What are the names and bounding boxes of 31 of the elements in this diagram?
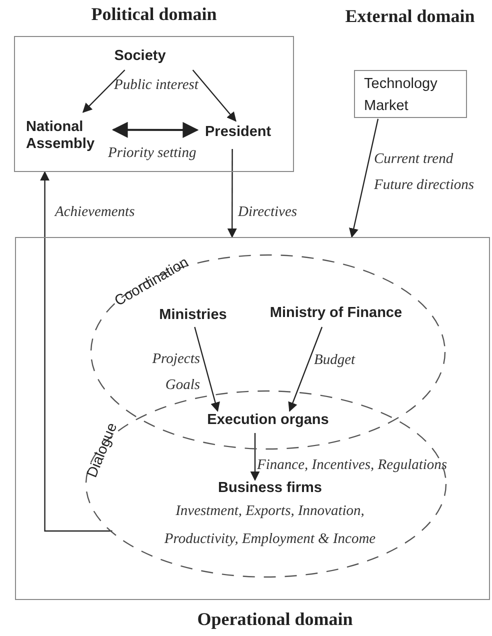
arrow (348, 118, 379, 238)
domain-heading: Operational domain (196, 609, 354, 631)
node-label: President (205, 124, 293, 144)
node-label: Ministry of Finance (258, 305, 414, 325)
edge-label: Budget (314, 351, 356, 370)
annotation: Public interest (114, 76, 200, 94)
arrow (82, 70, 126, 113)
edge-label: Current trend Future directions (374, 150, 476, 195)
node-label: Business firms (217, 480, 323, 497)
node-label: Society (100, 48, 180, 68)
dashed-ellipse (85, 390, 447, 578)
node-label: Technology (364, 76, 438, 93)
edge-label: Finance, Incentives, Regulations (257, 456, 448, 475)
arrow (192, 70, 236, 122)
arrow (288, 326, 323, 412)
node-label: Ministries (150, 307, 236, 327)
node-label: Market (364, 98, 408, 115)
edge-label: Projects Goals (151, 350, 200, 395)
edge-label: Directives (238, 203, 298, 222)
arrow (112, 122, 199, 138)
arrow (194, 326, 220, 412)
node-description: Investment, Exports, Innovation, Productivity, Employment & Income (163, 502, 377, 549)
domain-heading: External domain (344, 6, 476, 28)
edge-label: Achievements (55, 203, 136, 222)
arrow (250, 433, 260, 481)
arrow (40, 171, 112, 532)
edge-label: Priority setting (108, 144, 198, 163)
node-label: National Assembly (26, 119, 110, 155)
arrow (227, 149, 237, 238)
domain-heading: Political domain (90, 4, 218, 26)
node-label: Execution organs (196, 412, 340, 432)
